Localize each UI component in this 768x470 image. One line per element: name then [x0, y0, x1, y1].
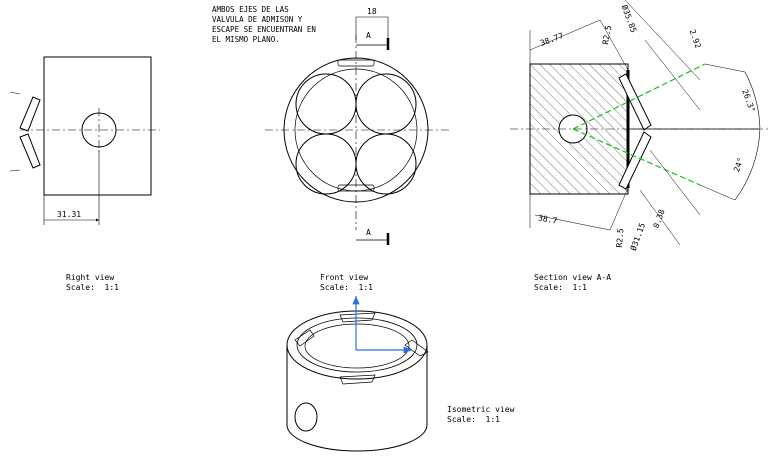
note-line-2: VALVULA DE ADMISON Y	[212, 15, 303, 24]
front-view-title: Front view	[320, 273, 369, 282]
isometric-view-scale: Scale: 1:1	[447, 415, 500, 424]
section-view	[510, 0, 768, 246]
section-valve-bottom	[618, 131, 652, 190]
valve-head-2	[355, 73, 417, 135]
dim-radius-bottom: R2.5	[614, 227, 626, 248]
dim-front-18: 18	[367, 7, 377, 16]
isometric-view	[286, 296, 429, 452]
iso-side-port	[294, 402, 318, 432]
note-line-3: ESCAPE SE ENCUENTRAN EN	[212, 25, 316, 34]
right-view-valve-top	[19, 96, 41, 132]
right-view-title: Right view	[66, 273, 115, 282]
iso-cylinder-side	[286, 345, 428, 452]
design-note: AMBOS EJES DE LAS VALVULA DE ADMISON Y E…	[212, 5, 316, 45]
section-valve-top	[618, 73, 652, 131]
note-line-1: AMBOS EJES DE LAS	[212, 5, 289, 14]
front-view-scale: Scale: 1:1	[320, 283, 373, 292]
section-view-title: Section view A-A	[534, 273, 612, 282]
right-view-valve-bottom	[19, 133, 41, 169]
right-view-body	[43, 56, 152, 196]
note-line-4: EL MISMO PLANO.	[212, 35, 280, 44]
right-view	[9, 56, 160, 225]
section-marker-top: A	[366, 31, 371, 40]
right-view-scale: Scale: 1:1	[66, 283, 119, 292]
front-view	[265, 16, 450, 245]
section-view-scale: Scale: 1:1	[534, 283, 587, 292]
isometric-view-title: Isometric view	[447, 405, 515, 414]
dim-right-width: 31.31	[57, 210, 82, 219]
section-marker-bottom: A	[366, 228, 371, 237]
valve-head-1	[295, 73, 357, 135]
